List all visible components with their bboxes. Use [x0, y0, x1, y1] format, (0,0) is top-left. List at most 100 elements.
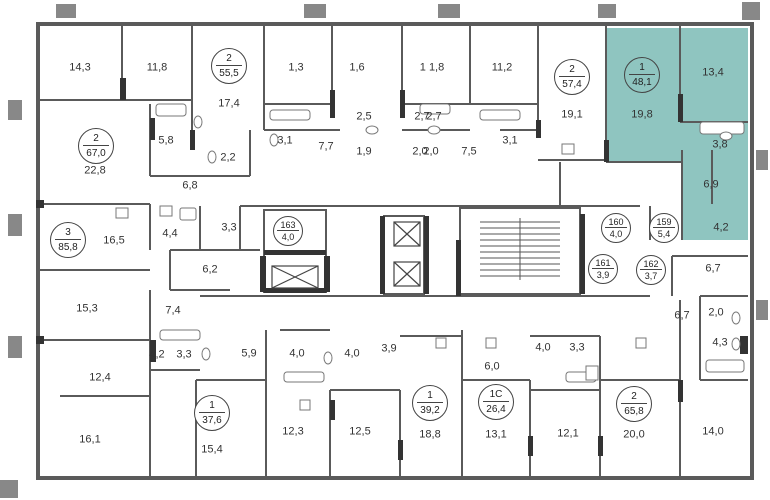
divider — [83, 145, 109, 146]
room-area: 6,7 — [705, 262, 721, 275]
apartment-label[interactable]: 2 57,4 — [554, 59, 590, 95]
room-area: 3,1 — [277, 134, 293, 147]
storage-number: 159 — [656, 217, 672, 227]
room-area: 2,7 — [414, 110, 430, 123]
apartment-area: 85,8 — [58, 242, 78, 253]
room-area: 22,8 — [84, 164, 106, 177]
elevator-icon — [271, 221, 421, 289]
room-area: 11,2 — [491, 61, 513, 74]
room-area: 7,4 — [165, 304, 181, 317]
room-area: 7,5 — [461, 145, 477, 158]
apartment-label[interactable]: 2 65,8 — [616, 386, 652, 422]
structural-columns — [36, 78, 748, 460]
room-area: 4,3 — [712, 336, 728, 349]
room-area: 13,4 — [702, 66, 724, 79]
room-area: 15,4 — [201, 443, 223, 456]
apartment-area: 55,5 — [219, 68, 239, 79]
apartment-label-selected[interactable]: 1 48,1 — [624, 57, 660, 93]
divider — [653, 227, 675, 228]
apartment-number: 1 — [209, 400, 215, 411]
room-area: 14,0 — [702, 425, 724, 438]
room-area: 3,9 — [381, 342, 397, 355]
room-area: 19,1 — [561, 108, 583, 121]
room-area: 5,8 — [158, 134, 174, 147]
apartment-area: 65,8 — [624, 406, 644, 417]
apartment-area: 26,4 — [486, 404, 506, 415]
room-area: 4,4 — [162, 227, 178, 240]
apartment-area: 67,0 — [86, 148, 106, 159]
room-area: 6,0 — [484, 360, 500, 373]
room-area: 1,6 — [349, 61, 365, 74]
room-area: 6,2 — [202, 263, 218, 276]
room-area: 3,1 — [502, 134, 518, 147]
divider — [483, 401, 509, 402]
sink-icon — [115, 143, 647, 411]
room-area: 4,0 — [535, 341, 551, 354]
room-area: 6,8 — [182, 179, 198, 192]
storage-area: 5,4 — [657, 229, 671, 239]
divider — [559, 76, 585, 77]
divider — [55, 239, 81, 240]
apartment-number: 2 — [226, 53, 232, 64]
divider — [417, 402, 443, 403]
apartment-area: 37,6 — [202, 415, 222, 426]
apartment-number: 2 — [631, 391, 637, 402]
room-area: 3,8 — [712, 138, 728, 151]
room-area: 17,4 — [218, 97, 240, 110]
room-area: 11,8 — [146, 61, 168, 74]
room-area: 12,1 — [557, 427, 579, 440]
storage-unit-label[interactable]: 162 3,7 — [636, 255, 666, 285]
room-area: 14,3 — [69, 61, 91, 74]
storage-unit-label[interactable]: 159 5,4 — [649, 213, 679, 243]
storage-area: 4,0 — [281, 232, 295, 242]
apartment-number: 1С — [489, 389, 503, 400]
room-area: 18,8 — [419, 428, 441, 441]
divider — [216, 65, 242, 66]
toilet-icon — [193, 115, 741, 365]
storage-area: 3,9 — [596, 270, 610, 280]
room-area: 4,0 — [289, 347, 305, 360]
room-area: 12,4 — [89, 371, 111, 384]
apartment-number: 3 — [65, 227, 71, 238]
outer-walls — [36, 22, 754, 480]
room-area: 2,0 — [412, 145, 428, 158]
apartment-area: 48,1 — [632, 77, 652, 88]
storage-unit-label[interactable]: 160 4,0 — [601, 213, 631, 243]
room-area: 19,8 — [631, 108, 653, 121]
room-area: 1,9 — [356, 145, 372, 158]
room-area: 16,5 — [103, 234, 125, 247]
room-area: 2,5 — [356, 110, 372, 123]
apartment-label[interactable]: 2 67,0 — [78, 128, 114, 164]
room-area: 15,3 — [76, 302, 98, 315]
storage-number: 163 — [280, 220, 296, 230]
apartment-label[interactable]: 1С 26,4 — [478, 384, 514, 420]
room-area: 4,0 — [344, 347, 360, 360]
room-area: 2,7 — [426, 110, 442, 123]
apartment-label[interactable]: 3 85,8 — [50, 222, 86, 258]
room-area: 13,1 — [485, 428, 507, 441]
room-area: 3,3 — [176, 348, 192, 361]
storage-area: 3,7 — [644, 271, 658, 281]
storage-unit-label[interactable]: 163 4,0 — [273, 216, 303, 246]
room-area: 4,2 — [149, 348, 165, 361]
room-area: 3,3 — [569, 341, 585, 354]
apartment-label[interactable]: 2 55,5 — [211, 48, 247, 84]
room-area: 12,5 — [349, 425, 371, 438]
room-area: 5,9 — [241, 347, 257, 360]
stairs-icon — [480, 218, 560, 280]
room-area: 20,0 — [623, 428, 645, 441]
room-area: 6,9 — [703, 178, 719, 191]
apartment-label[interactable]: 1 39,2 — [412, 385, 448, 421]
apartment-label[interactable]: 1 37,6 — [194, 395, 230, 431]
divider — [621, 403, 647, 404]
divider — [605, 227, 627, 228]
divider — [629, 74, 655, 75]
apartment-number: 2 — [93, 133, 99, 144]
divider — [640, 269, 662, 270]
room-area: 6,7 — [674, 309, 690, 322]
apartment-area: 39,2 — [420, 405, 440, 416]
storage-unit-label[interactable]: 161 3,9 — [588, 254, 618, 284]
